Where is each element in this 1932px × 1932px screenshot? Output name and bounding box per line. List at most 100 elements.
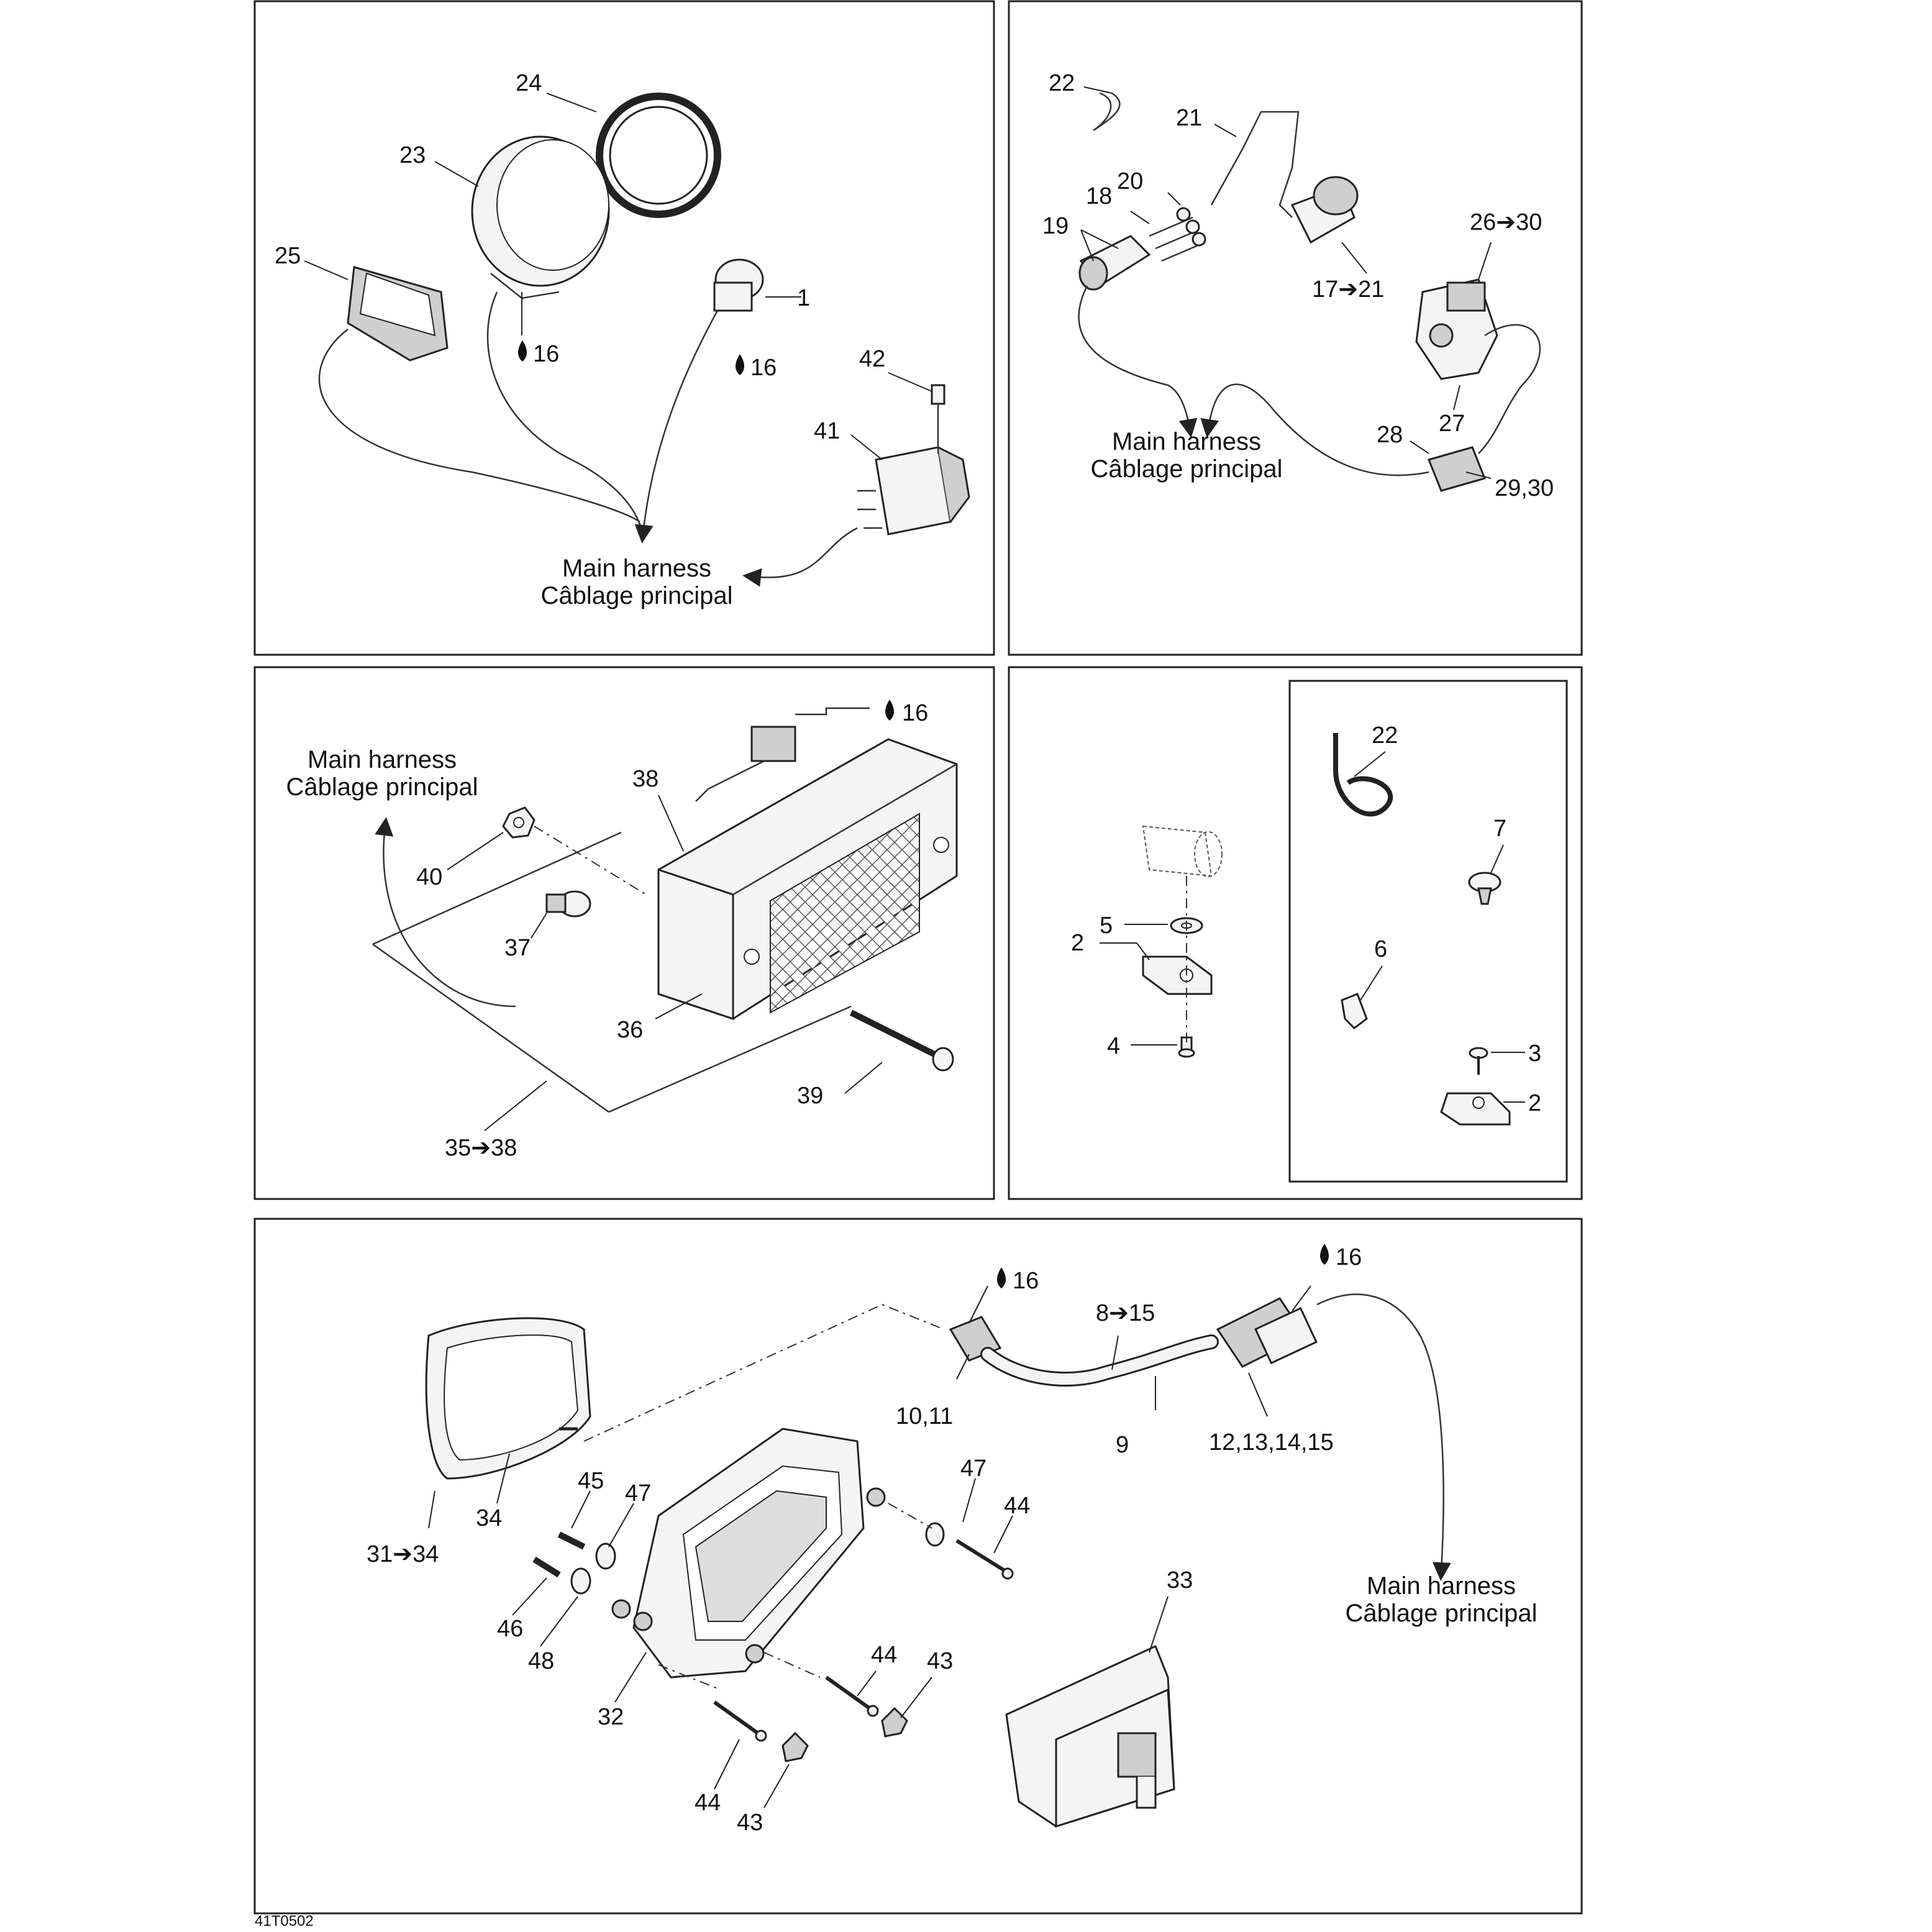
label-31-34: 31➔34: [367, 1541, 439, 1567]
headlight-wiring-harness: [949, 1297, 1318, 1387]
panel-frame: [1008, 666, 1583, 1200]
knob-43-left: [781, 1731, 809, 1762]
label-44-mid: 44: [871, 1642, 897, 1668]
taillight-bulb: [545, 890, 591, 918]
screw-44-mid: [825, 1675, 879, 1717]
indicator-bulb: [713, 258, 801, 312]
label-1: 1: [797, 285, 810, 311]
ghost-cylinder: [1142, 825, 1223, 877]
harness-label-fr: Câblage principal: [1090, 455, 1282, 483]
label-48: 48: [528, 1648, 554, 1674]
panel-frame: [1008, 0, 1583, 656]
wire-switch: [319, 329, 640, 523]
panel-frame: [253, 666, 995, 1200]
harness-label-en: Main harness: [1112, 428, 1261, 455]
label-32: 32: [598, 1704, 624, 1730]
label-26-30: 26➔30: [1470, 209, 1542, 235]
small-cable-tie: [1093, 92, 1121, 132]
label-19: 19: [1042, 213, 1069, 239]
relay-screw: [931, 384, 945, 453]
label-10-11: 10,11: [896, 1403, 953, 1429]
wire-to-harness: [1316, 1293, 1451, 1581]
label-24: 24: [516, 70, 542, 96]
stud-46: [532, 1556, 561, 1578]
panel-frame: [253, 1218, 1583, 1915]
harness-label-fr: Câblage principal: [1345, 1600, 1537, 1627]
label-47-left: 47: [625, 1480, 651, 1506]
wire-switch-connector: [1200, 383, 1429, 476]
label-39: 39: [797, 1083, 823, 1109]
panel-headlight-switch: 24 23 25 1 16 16 42 41 Main harness Câbl…: [253, 0, 995, 656]
label-21: 21: [1176, 105, 1202, 131]
label-20: 20: [1117, 168, 1143, 194]
headlight-mount-frame: [611, 1428, 886, 1679]
label-16-bulb: 16: [750, 355, 777, 381]
label-43-right: 43: [927, 1648, 953, 1674]
label-5: 5: [1100, 913, 1113, 939]
taillight-connector: [695, 707, 870, 802]
label-8-15: 8➔15: [1096, 1300, 1155, 1326]
wire-bulb: [634, 310, 719, 544]
label-4: 4: [1107, 1033, 1120, 1059]
label-46: 46: [497, 1616, 523, 1642]
rear-headlight-assembly: [1005, 1644, 1175, 1828]
kit-outline: [372, 831, 852, 1113]
inset-screw: [1469, 1047, 1488, 1075]
label-41: 41: [814, 418, 840, 444]
label-17-21: 17➔21: [1312, 276, 1384, 303]
panel-taillight: 16 38 40 37 36 39 35➔38 Main harness Câb…: [253, 666, 995, 1200]
label-33: 33: [1167, 1567, 1193, 1593]
harness-label-en: Main harness: [308, 746, 457, 773]
long-screw: [849, 1009, 954, 1072]
panel-ignition-switch: 22 21 20 18 19 17➔21 26➔30 27 28 29,30 M…: [1008, 0, 1583, 656]
label-44-left: 44: [695, 1790, 721, 1816]
label-9: 9: [1116, 1432, 1129, 1458]
wire-light: [486, 291, 642, 529]
panel-headlights: 16 16 8➔15 10,11 9 12,13,14,15 31➔34 34 …: [253, 1218, 1583, 1915]
label-7: 7: [1493, 816, 1506, 842]
headlight-lens: [425, 1317, 591, 1480]
label-12-15: 12,13,14,15: [1209, 1429, 1334, 1456]
label-36: 36: [617, 1017, 643, 1043]
label-23: 23: [399, 142, 426, 168]
label-45: 45: [578, 1468, 604, 1494]
inset-frame: [1288, 680, 1568, 1183]
label-6: 6: [1374, 936, 1387, 962]
label-44-right: 44: [1004, 1493, 1030, 1519]
assembly-line-bottom: [658, 1652, 821, 1690]
label-43-left: 43: [737, 1810, 763, 1836]
switch-connector: [1427, 446, 1487, 492]
washer-48: [570, 1567, 591, 1595]
connector-housing: [1078, 235, 1151, 291]
round-light-housing: [471, 135, 610, 299]
label-16: 16: [902, 700, 928, 726]
assembly-line: [534, 826, 647, 895]
cable-tie: [1333, 733, 1393, 817]
assembly-line-top: [583, 1303, 945, 1442]
wire-to-harness: [375, 817, 516, 1008]
wire-connector: [1078, 285, 1198, 438]
harness-label-fr: Câblage principal: [286, 773, 478, 801]
stud-45: [557, 1531, 586, 1550]
label-16-left: 16: [1013, 1268, 1039, 1294]
handlebar-control-switch: [1415, 278, 1498, 380]
push-rivet: [1468, 872, 1501, 905]
terminals-and-seals: [1149, 207, 1206, 262]
screw-44-right: [955, 1539, 1014, 1580]
label-37: 37: [504, 935, 531, 961]
inset-clip: [1440, 1092, 1511, 1126]
label-40: 40: [416, 864, 442, 890]
ignition-key-switch: [1290, 176, 1359, 244]
taillight-housing: [657, 738, 958, 1021]
screw-44-left: [713, 1700, 767, 1742]
ignition-wire: [1210, 111, 1300, 218]
label-22: 22: [1372, 722, 1398, 749]
harness-label-fr: Câblage principal: [540, 582, 732, 609]
label-38: 38: [632, 766, 658, 792]
assembly-line-right: [888, 1503, 932, 1529]
harness-label-en: Main harness: [1367, 1572, 1516, 1600]
label-29-30: 29,30: [1495, 475, 1554, 501]
label-2-main: 2: [1071, 930, 1084, 956]
label-3: 3: [1528, 1041, 1541, 1067]
